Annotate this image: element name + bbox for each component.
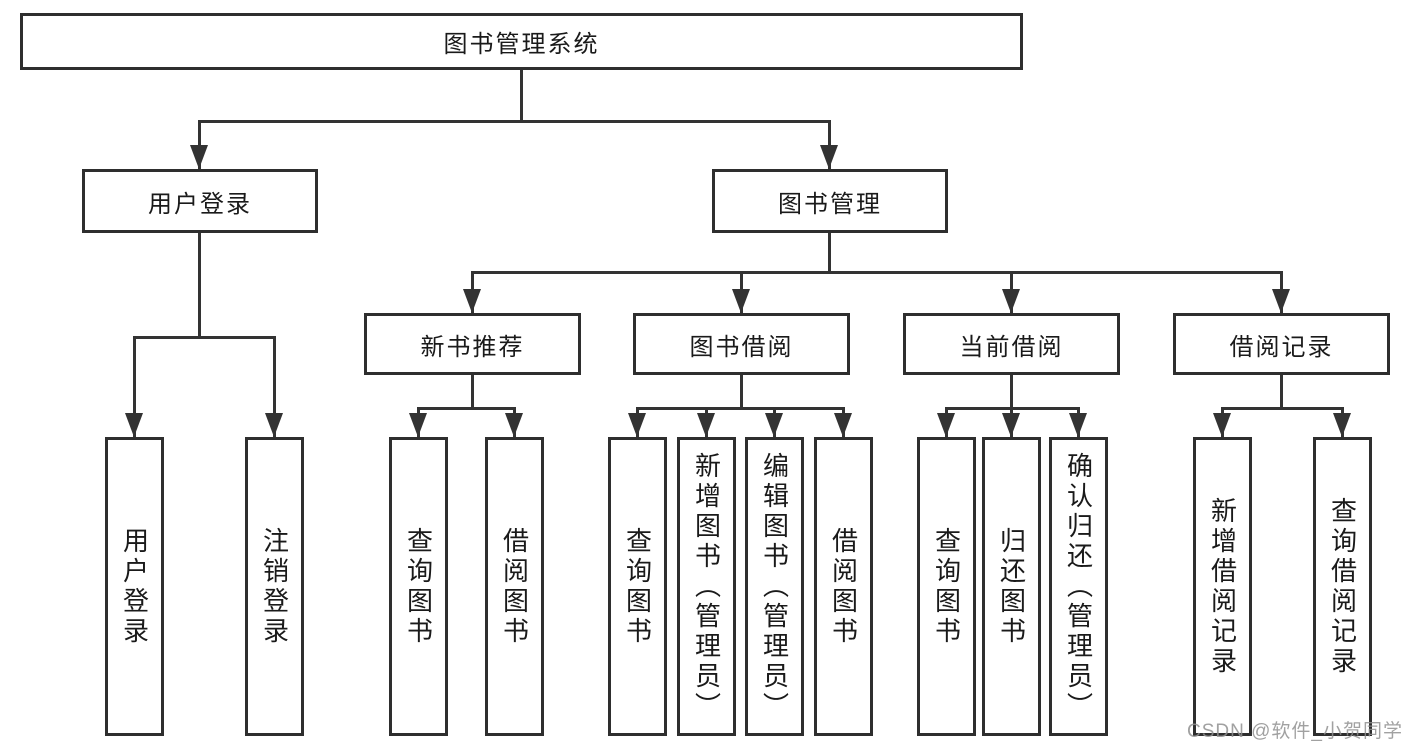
leaf-query-books-borrowing-label: 查询图书 bbox=[622, 526, 653, 647]
arrow-down-icon bbox=[1333, 413, 1351, 437]
leaf-query-books-borrowing: 查询图书 bbox=[608, 437, 667, 736]
leaf-return-books-label: 归还图书 bbox=[996, 526, 1027, 647]
connector-line bbox=[1280, 375, 1283, 407]
connector-line bbox=[1221, 407, 1344, 410]
node-user-login-label: 用户登录 bbox=[148, 190, 252, 218]
arrow-down-icon bbox=[409, 413, 427, 437]
leaf-edit-books-admin: 编辑图书（管理员） bbox=[745, 437, 804, 736]
node-book-borrowing: 图书借阅 bbox=[633, 313, 850, 375]
leaf-add-books-admin: 新增图书（管理员） bbox=[677, 437, 736, 736]
node-book-management-label: 图书管理 bbox=[778, 190, 882, 218]
leaf-borrow-books-recommend: 借阅图书 bbox=[485, 437, 544, 736]
arrow-down-icon bbox=[505, 413, 523, 437]
leaf-edit-books-admin-label: 编辑图书（管理员） bbox=[759, 451, 790, 722]
connector-line bbox=[1010, 375, 1013, 407]
node-book-management: 图书管理 bbox=[712, 169, 948, 233]
node-book-borrowing-label: 图书借阅 bbox=[689, 333, 794, 361]
leaf-query-borrow-record: 查询借阅记录 bbox=[1313, 437, 1372, 736]
arrow-down-icon bbox=[125, 413, 143, 437]
arrow-down-icon bbox=[765, 413, 783, 437]
node-root: 图书管理系统 bbox=[20, 13, 1023, 70]
arrow-down-icon bbox=[1213, 413, 1231, 437]
arrow-down-icon bbox=[463, 289, 481, 313]
connector-line bbox=[636, 407, 845, 410]
leaf-query-books-current-label: 查询图书 bbox=[931, 526, 962, 647]
leaf-query-books-current: 查询图书 bbox=[917, 437, 976, 736]
arrow-down-icon bbox=[190, 145, 208, 169]
arrow-down-icon bbox=[937, 413, 955, 437]
leaf-return-books: 归还图书 bbox=[982, 437, 1041, 736]
leaf-logout: 注销登录 bbox=[245, 437, 304, 736]
connector-line bbox=[273, 336, 276, 437]
leaf-add-borrow-record-label: 新增借阅记录 bbox=[1207, 496, 1238, 677]
leaf-confirm-return-admin-label: 确认归还（管理员） bbox=[1063, 451, 1094, 722]
connector-line bbox=[471, 375, 474, 407]
node-new-book-recommend-label: 新书推荐 bbox=[420, 333, 525, 361]
leaf-add-borrow-record: 新增借阅记录 bbox=[1193, 437, 1252, 736]
node-user-login: 用户登录 bbox=[82, 169, 318, 233]
connector-line bbox=[198, 233, 201, 336]
connector-line bbox=[828, 233, 831, 271]
arrow-down-icon bbox=[1002, 413, 1020, 437]
arrow-down-icon bbox=[1272, 289, 1290, 313]
node-borrowing-records: 借阅记录 bbox=[1173, 313, 1390, 375]
connector-line bbox=[133, 336, 276, 339]
leaf-borrow-books: 借阅图书 bbox=[814, 437, 873, 736]
leaf-user-login-label: 用户登录 bbox=[119, 526, 150, 647]
connector-line bbox=[417, 407, 516, 410]
leaf-query-books-recommend-label: 查询图书 bbox=[403, 526, 434, 647]
connector-line bbox=[133, 336, 136, 437]
arrow-down-icon bbox=[1002, 289, 1020, 313]
leaf-confirm-return-admin: 确认归还（管理员） bbox=[1049, 437, 1108, 736]
connector-line bbox=[520, 70, 523, 120]
connector-line bbox=[198, 120, 201, 169]
leaf-borrow-books-recommend-label: 借阅图书 bbox=[499, 526, 530, 647]
leaf-user-login: 用户登录 bbox=[105, 437, 164, 736]
arrow-down-icon bbox=[697, 413, 715, 437]
node-current-borrowing: 当前借阅 bbox=[903, 313, 1120, 375]
leaf-add-books-admin-label: 新增图书（管理员） bbox=[691, 451, 722, 722]
arrow-down-icon bbox=[732, 289, 750, 313]
arrow-down-icon bbox=[834, 413, 852, 437]
leaf-borrow-books-label: 借阅图书 bbox=[828, 526, 859, 647]
leaf-query-books-recommend: 查询图书 bbox=[389, 437, 448, 736]
leaf-query-borrow-record-label: 查询借阅记录 bbox=[1327, 496, 1358, 677]
node-current-borrowing-label: 当前借阅 bbox=[959, 333, 1064, 361]
connector-line bbox=[471, 271, 1282, 274]
arrow-down-icon bbox=[265, 413, 283, 437]
node-new-book-recommend: 新书推荐 bbox=[364, 313, 581, 375]
leaf-logout-label: 注销登录 bbox=[259, 526, 290, 647]
arrow-down-icon bbox=[820, 145, 838, 169]
connector-line bbox=[740, 375, 743, 407]
csdn-watermark: CSDN @软件_小贺同学 bbox=[1187, 721, 1403, 742]
node-borrowing-records-label: 借阅记录 bbox=[1229, 333, 1334, 361]
node-root-label: 图书管理系统 bbox=[443, 31, 600, 58]
arrow-down-icon bbox=[1069, 413, 1087, 437]
arrow-down-icon bbox=[628, 413, 646, 437]
connector-line bbox=[828, 120, 831, 169]
connector-line bbox=[198, 120, 831, 123]
